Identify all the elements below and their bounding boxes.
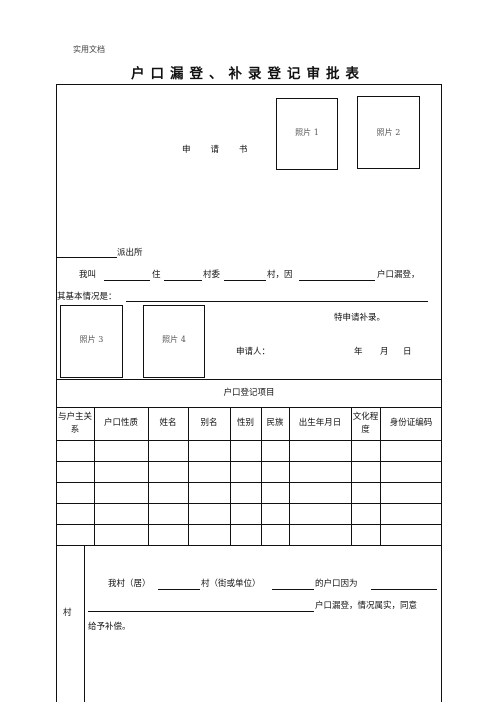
photo-3-box: 照片 3 xyxy=(60,305,123,378)
col-education: 文化程度 xyxy=(352,411,379,435)
table-cell[interactable] xyxy=(351,482,380,503)
table-cell[interactable] xyxy=(351,503,380,524)
table-cell[interactable] xyxy=(188,503,230,524)
table-cell[interactable] xyxy=(351,440,380,461)
table-cell[interactable] xyxy=(380,440,442,461)
line1-p1: 我叫 xyxy=(79,270,97,280)
table-cell[interactable] xyxy=(94,440,148,461)
table-cell[interactable] xyxy=(148,482,188,503)
table-cell[interactable] xyxy=(351,461,380,482)
photo-1-box: 照片 1 xyxy=(276,98,338,170)
photo-2-label: 照片 2 xyxy=(376,128,401,137)
table-cell[interactable] xyxy=(148,503,188,524)
photo-1-label: 照片 1 xyxy=(295,128,319,137)
table-cell[interactable] xyxy=(289,440,351,461)
table-cell[interactable] xyxy=(94,482,148,503)
village-detail-blank[interactable] xyxy=(88,611,314,612)
line1-p2: 住 xyxy=(152,270,161,280)
name-blank[interactable] xyxy=(104,280,150,281)
date-day: 日 xyxy=(403,347,412,357)
form-frame xyxy=(56,84,442,702)
table-cell[interactable] xyxy=(380,503,442,524)
table-cell[interactable] xyxy=(148,461,188,482)
section-title: 户口登记项目 xyxy=(223,387,275,398)
photo-4-box: 照片 4 xyxy=(143,305,205,378)
application-heading: 申 请 书 xyxy=(182,145,249,155)
table-cell[interactable] xyxy=(230,482,261,503)
unit-name-blank[interactable] xyxy=(272,589,314,590)
table-cell[interactable] xyxy=(56,461,94,482)
table-cell[interactable] xyxy=(261,503,289,524)
table-cell[interactable] xyxy=(148,440,188,461)
applicant-label: 申请人： xyxy=(236,347,271,357)
form-title: 户口漏登、补录登记审批表 xyxy=(131,66,365,82)
table-cell[interactable] xyxy=(188,461,230,482)
table-cell[interactable] xyxy=(56,482,94,503)
col-ethnicity: 民族 xyxy=(266,418,284,428)
table-cell[interactable] xyxy=(261,461,289,482)
request-text: 特申请补录。 xyxy=(334,313,386,323)
photo-3-label: 照片 3 xyxy=(79,335,104,344)
table-cell[interactable] xyxy=(56,440,94,461)
col-alias: 别名 xyxy=(200,418,218,428)
col-relation: 与户主关 系 xyxy=(57,411,101,435)
village-l1a: 我村（居） xyxy=(108,579,151,589)
reason-blank[interactable] xyxy=(299,280,375,281)
table-cell[interactable] xyxy=(94,461,148,482)
village-committee-blank[interactable] xyxy=(164,280,202,281)
line1-p5: 户口漏登， xyxy=(377,270,420,280)
village-l1c: 的户口因为 xyxy=(315,579,358,589)
line1-p3: 村委 xyxy=(203,270,221,280)
photo-2-box: 照片 2 xyxy=(357,96,420,169)
table-cell[interactable] xyxy=(188,482,230,503)
village-l2: 户口漏登，情况属实，同意 xyxy=(315,601,418,611)
table-cell[interactable] xyxy=(230,440,261,461)
header-note: 实用文档 xyxy=(73,45,105,54)
table-cell[interactable] xyxy=(188,440,230,461)
col-name: 姓名 xyxy=(159,418,177,428)
date-year: 年 xyxy=(354,347,363,357)
line1-p4: 村，因 xyxy=(267,270,293,280)
col-gender: 性别 xyxy=(236,418,254,428)
table-cell[interactable] xyxy=(289,461,351,482)
table-cell[interactable] xyxy=(230,461,261,482)
village-blank[interactable] xyxy=(224,280,266,281)
village-reason-blank[interactable] xyxy=(371,589,437,590)
col-hukou-type: 户口性质 xyxy=(103,418,138,428)
table-cell[interactable] xyxy=(380,461,442,482)
table-cell[interactable] xyxy=(289,482,351,503)
table-cell[interactable] xyxy=(289,503,351,524)
village-l3: 给予补偿。 xyxy=(88,622,131,632)
table-cell[interactable] xyxy=(56,503,94,524)
basic-situation-blank[interactable] xyxy=(126,301,428,302)
table-cell[interactable] xyxy=(94,503,148,524)
table-cell[interactable] xyxy=(230,503,261,524)
station-suffix: 派出所 xyxy=(117,248,143,258)
photo-4-label: 照片 4 xyxy=(162,335,186,344)
table-cell[interactable] xyxy=(261,482,289,503)
table-cell[interactable] xyxy=(261,440,289,461)
village-name-blank[interactable] xyxy=(158,589,200,590)
table-cell[interactable] xyxy=(380,482,442,503)
col-birthdate: 出生年月日 xyxy=(298,418,342,428)
village-side-label: 村 xyxy=(63,608,72,618)
col-id-number: 身份证编码 xyxy=(389,418,433,428)
village-l1b: 村（街或单位） xyxy=(201,579,261,589)
station-name-blank[interactable] xyxy=(57,257,117,258)
date-month: 月 xyxy=(380,347,389,357)
basic-situation-label: 其基本情况是： xyxy=(57,292,117,302)
